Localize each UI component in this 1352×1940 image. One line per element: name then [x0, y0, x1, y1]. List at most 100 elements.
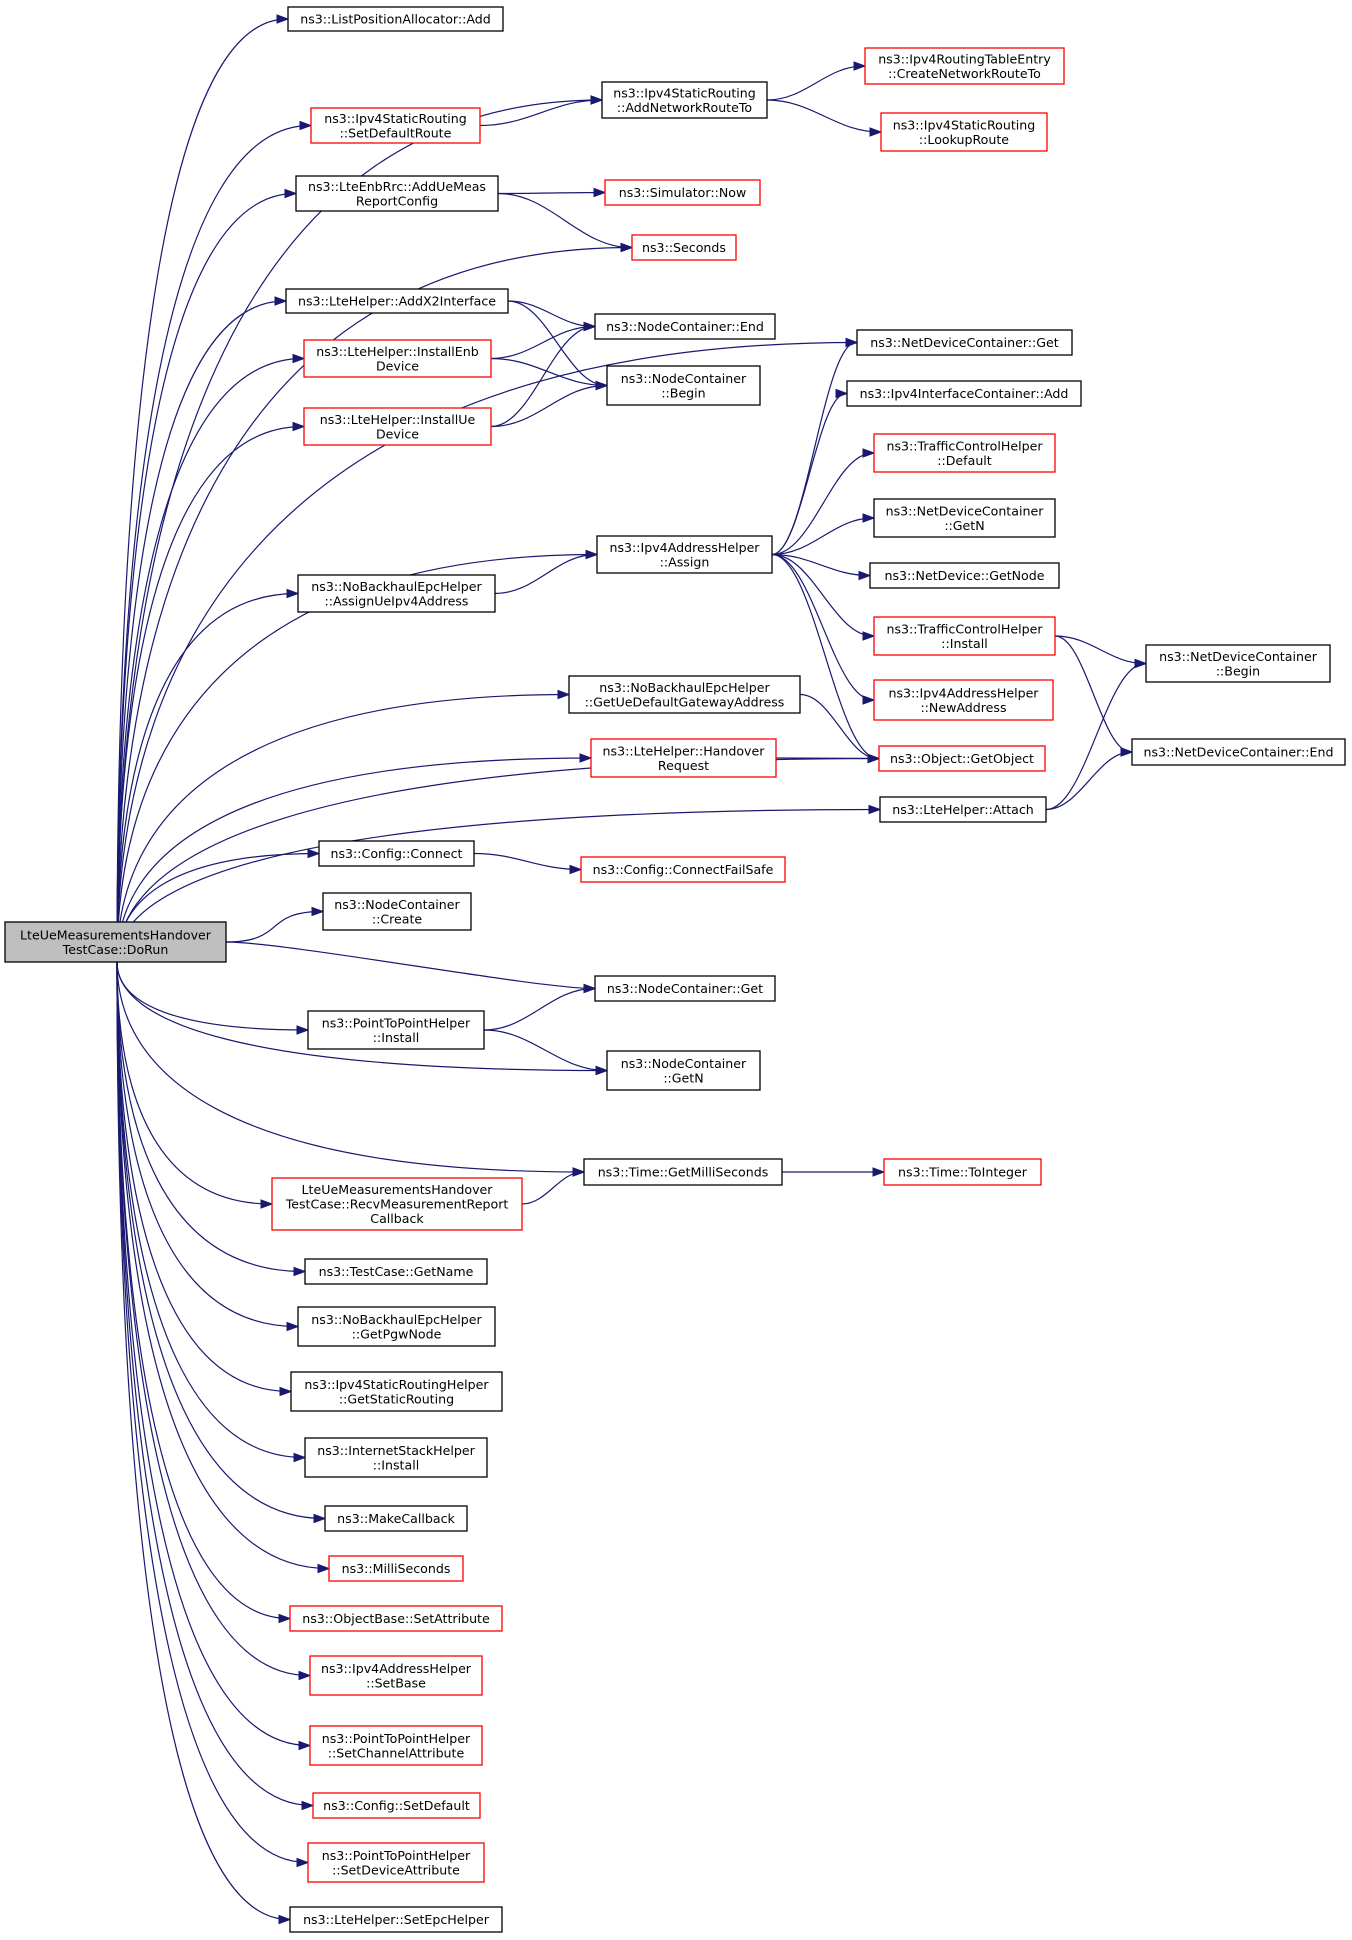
function-node-nc-end[interactable]: ns3::NodeContainer::End — [594, 313, 776, 340]
node-box — [310, 107, 481, 144]
node-box — [289, 1906, 503, 1933]
function-node-nc-create[interactable]: ns3::NodeContainer::Create — [322, 892, 472, 931]
function-node-ob-setattr[interactable]: ns3::ObjectBase::SetAttribute — [289, 1605, 503, 1632]
call-edge-tch_install-to-ndc_end — [1054, 635, 1132, 753]
function-node-nc-begin[interactable]: ns3::NodeContainer::Begin — [606, 365, 761, 406]
node-box — [295, 175, 499, 212]
call-edge-root-to-iah_setbase — [116, 961, 310, 1677]
node-label: ns3::NoBackhaulEpcHelper — [599, 680, 770, 695]
call-edge-cfg_connect-to-cfg_connectfs — [473, 852, 581, 871]
function-node-lte-setepc[interactable]: ns3::LteHelper::SetEpcHelper — [289, 1906, 503, 1933]
node-box — [873, 679, 1054, 721]
function-node-cfg-setdefault[interactable]: ns3::Config::SetDefault — [312, 1792, 481, 1819]
node-label: LteUeMeasurementsHandover — [20, 927, 212, 942]
function-node-tch-default[interactable]: ns3::TrafficControlHelper::Default — [873, 433, 1056, 473]
node-label: ::SetBase — [366, 1675, 426, 1690]
node-box — [309, 1655, 483, 1696]
arrow-head — [278, 1613, 292, 1624]
node-box — [601, 81, 768, 119]
call-edge-root-to-nc_getn — [116, 961, 607, 1072]
function-node-iah-setbase[interactable]: ns3::Ipv4AddressHelper::SetBase — [309, 1655, 483, 1696]
function-node-p2p-setdev[interactable]: ns3::PointToPointHelper::SetDeviceAttrib… — [307, 1842, 485, 1883]
node-box — [287, 6, 504, 32]
function-node-iic-add[interactable]: ns3::Ipv4InterfaceContainer::Add — [846, 380, 1082, 407]
function-node-isrh-getstatic[interactable]: ns3::Ipv4StaticRoutingHelper::GetStaticR… — [290, 1371, 503, 1412]
function-node-nc-getn[interactable]: ns3::NodeContainer::GetN — [606, 1050, 761, 1091]
function-node-iah-assign[interactable]: ns3::Ipv4AddressHelper::Assign — [596, 535, 773, 574]
arrow-head — [585, 549, 599, 560]
call-edge-iah_assign-to-ndc_getn — [771, 517, 874, 556]
node-label: ns3::Ipv4AddressHelper — [609, 540, 760, 555]
call-edge-root-to-enbrrc_addue — [116, 192, 296, 963]
call-edge-root-to-isr_setdef — [116, 124, 311, 963]
arrow-head — [858, 570, 872, 581]
arrow-head — [569, 864, 583, 875]
function-node-lte-addx2[interactable]: ns3::LteHelper::AddX2Interface — [285, 288, 509, 314]
function-node-nc-get[interactable]: ns3::NodeContainer::Get — [594, 975, 776, 1002]
arrow-head — [286, 588, 300, 599]
function-node-p2p-setchan[interactable]: ns3::PointToPointHelper::SetChannelAttri… — [309, 1725, 483, 1766]
arrow-head — [301, 1800, 315, 1811]
function-node-ndc-get[interactable]: ns3::NetDeviceContainer::Get — [856, 329, 1073, 356]
function-node-time-toint[interactable]: ns3::Time::ToInteger — [883, 1158, 1042, 1186]
function-node-lpa-add[interactable]: ns3::ListPositionAllocator::Add — [287, 6, 504, 32]
arrow-head — [572, 1167, 586, 1177]
arrow-head — [293, 1266, 307, 1277]
function-node-iah-newaddr[interactable]: ns3::Ipv4AddressHelper::NewAddress — [873, 679, 1054, 721]
node-label: ns3::TrafficControlHelper — [886, 438, 1043, 453]
call-edge-root-to-iah_assign — [116, 553, 597, 963]
function-node-cfg-connect[interactable]: ns3::Config::Connect — [318, 840, 475, 867]
node-label: ::GetUeDefaultGatewayAddress — [585, 694, 785, 709]
function-node-nbeh-getuedef[interactable]: ns3::NoBackhaulEpcHelper::GetUeDefaultGa… — [568, 675, 801, 714]
function-node-ndc-getn[interactable]: ns3::NetDeviceContainer::GetN — [873, 498, 1056, 538]
arrow-head — [869, 127, 883, 137]
call-edge-isr_setdef-to-isr_addnet — [479, 99, 602, 127]
arrow-head — [284, 188, 298, 199]
function-node-nd-getnode[interactable]: ns3::NetDevice::GetNode — [869, 562, 1060, 589]
node-label: ns3::ListPositionAllocator::Add — [300, 12, 491, 27]
function-node-tch-install[interactable]: ns3::TrafficControlHelper::Install — [873, 616, 1056, 656]
function-node-ish-install[interactable]: ns3::InternetStackHelper::Install — [304, 1437, 488, 1478]
function-node-ndc-begin[interactable]: ns3::NetDeviceContainer::Begin — [1145, 644, 1331, 683]
function-node-p2p-install[interactable]: ns3::PointToPointHelper::Install — [307, 1010, 485, 1050]
function-node-nbeh-getpgw[interactable]: ns3::NoBackhaulEpcHelper::GetPgwNode — [297, 1306, 496, 1347]
call-edge-root-to-p2p_install — [116, 961, 308, 1031]
node-label: ::Assign — [660, 554, 710, 569]
function-node-ndc-end[interactable]: ns3::NetDeviceContainer::End — [1131, 738, 1346, 766]
node-label: ::Create — [372, 911, 423, 926]
node-box — [290, 1371, 503, 1412]
function-node-isr-lookup[interactable]: ns3::Ipv4StaticRouting::LookupRoute — [880, 112, 1048, 152]
call-edge-root-to-isr_addnet — [116, 99, 602, 963]
arrow-head — [862, 513, 876, 523]
node-box — [328, 1555, 464, 1582]
function-node-isr-addnet[interactable]: ns3::Ipv4StaticRouting::AddNetworkRouteT… — [601, 81, 768, 119]
function-node-makecb[interactable]: ns3::MakeCallback — [324, 1505, 468, 1532]
function-node-sim-now[interactable]: ns3::Simulator::Now — [604, 179, 761, 206]
function-node-irte-create[interactable]: ns3::Ipv4RoutingTableEntry::CreateNetwor… — [864, 47, 1065, 85]
node-box — [303, 339, 492, 378]
function-node-isr-setdef[interactable]: ns3::Ipv4StaticRouting::SetDefaultRoute — [310, 107, 481, 144]
function-node-lte-attach[interactable]: ns3::LteHelper::Attach — [879, 796, 1047, 823]
call-edge-root-to-ndc_get — [116, 341, 857, 963]
node-label: ns3::Time::ToInteger — [898, 1165, 1028, 1180]
function-node-obj-getobject[interactable]: ns3::Object::GetObject — [878, 745, 1046, 772]
arrow-head — [317, 1563, 331, 1574]
function-node-time-getms[interactable]: ns3::Time::GetMilliSeconds — [583, 1158, 783, 1186]
function-node-recv-cb[interactable]: LteUeMeasurementsHandoverTestCase::RecvM… — [271, 1177, 523, 1231]
node-box — [318, 840, 475, 867]
node-box — [297, 1306, 496, 1347]
function-node-millis[interactable]: ns3::MilliSeconds — [328, 1555, 464, 1582]
node-box — [285, 288, 509, 314]
call-edge-root-to-lpa_add — [116, 18, 288, 963]
function-node-cfg-connectfs[interactable]: ns3::Config::ConnectFailSafe — [580, 856, 786, 883]
function-node-seconds[interactable]: ns3::Seconds — [631, 234, 737, 261]
function-node-nbeh-assignue[interactable]: ns3::NoBackhaulEpcHelper::AssignUeIpv4Ad… — [297, 574, 496, 613]
node-label: ns3::Ipv4InterfaceContainer::Add — [860, 386, 1069, 401]
function-node-tc-getname[interactable]: ns3::TestCase::GetName — [304, 1258, 488, 1285]
node-box — [606, 1050, 761, 1091]
